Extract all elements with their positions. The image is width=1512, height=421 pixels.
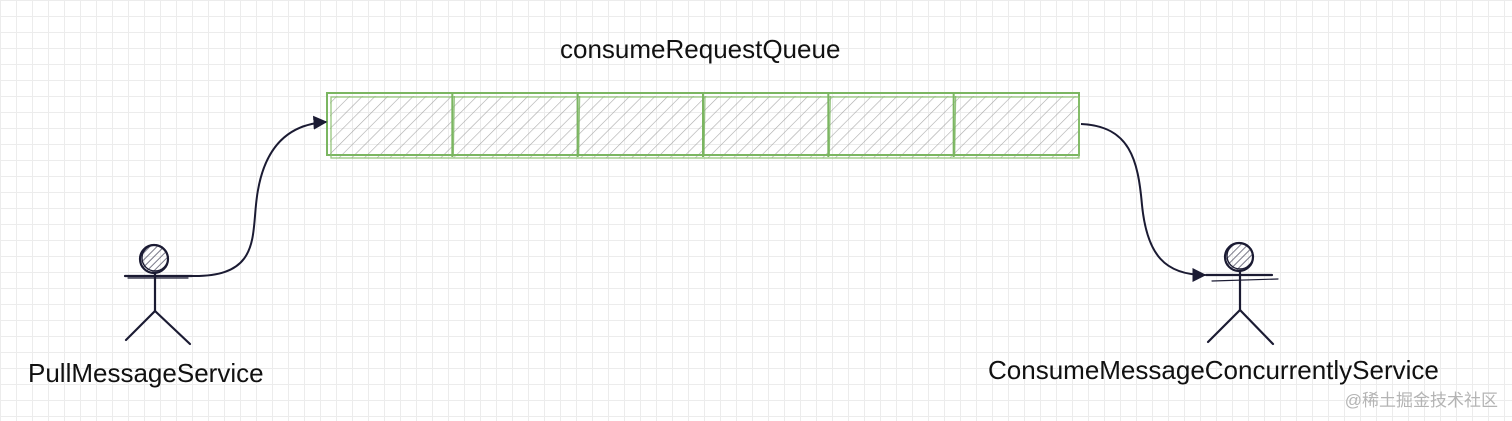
message-queue	[326, 92, 1080, 159]
consumer-left-leg	[1206, 308, 1242, 344]
queue-slot-divider-sketch	[954, 95, 957, 157]
producer-actor	[123, 243, 194, 346]
consumer-actor	[1204, 241, 1279, 346]
queue-slot-divider-sketch	[828, 95, 831, 157]
enqueue-arrow	[189, 115, 328, 278]
queue-title: consumeRequestQueue	[560, 34, 841, 64]
producer-left-leg	[124, 309, 157, 342]
watermark: @稀土掘金技术社区	[1344, 391, 1498, 410]
queue-slot-divider-sketch	[703, 95, 706, 157]
queue-slot-dividers	[451, 93, 957, 157]
consumer-right-leg	[1238, 308, 1275, 346]
consumer-label: ConsumeMessageConcurrentlyService	[988, 355, 1439, 385]
dequeue-arrow	[1080, 123, 1207, 282]
queue-slot-divider-sketch	[452, 95, 455, 157]
producer-right-leg	[153, 309, 192, 346]
queue-slot-divider-sketch	[578, 95, 581, 157]
producer-label: PullMessageService	[28, 358, 264, 388]
